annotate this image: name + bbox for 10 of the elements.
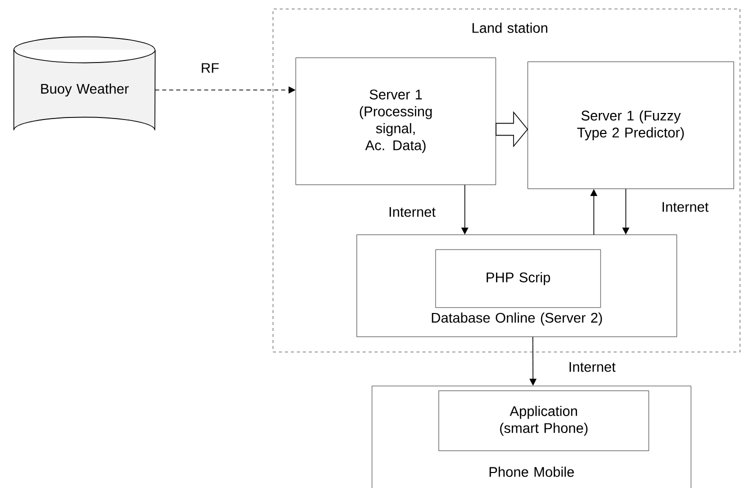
arrow: [590, 189, 598, 235]
process-box: Server 1 (Processing signal, Ac. Data): [296, 58, 496, 185]
edge-label: Internet: [387, 206, 437, 218]
edge-label: Internet: [567, 361, 617, 373]
edge-label: Internet: [660, 201, 710, 213]
edge-label: RF: [200, 62, 220, 74]
process-box: Server 1 (Fuzzy Type 2 Predictor): [528, 62, 734, 189]
arrow: [496, 111, 528, 148]
script-box: PHP Scrip: [435, 249, 601, 308]
app-box: Application (smart Phone): [438, 390, 649, 451]
